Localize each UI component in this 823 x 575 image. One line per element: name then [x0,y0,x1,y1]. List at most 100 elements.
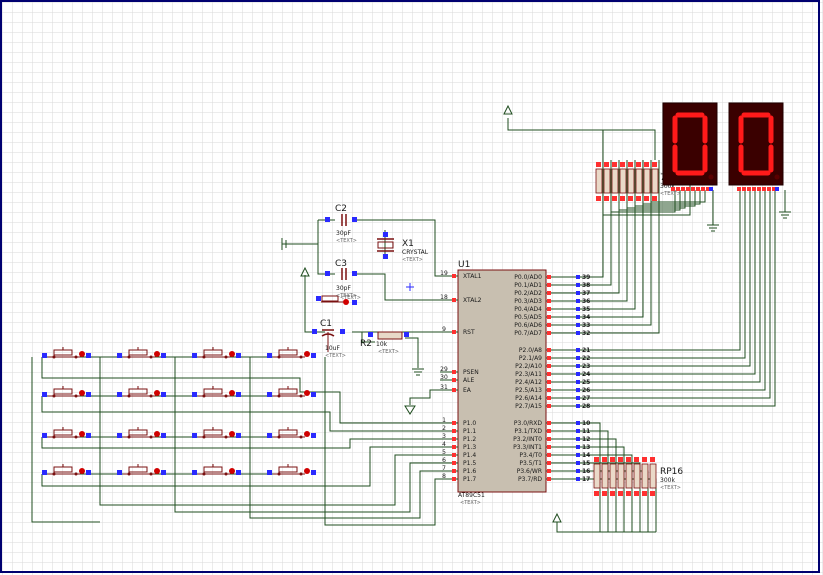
pin-label: P2.1/A9 [519,355,542,362]
pin-number: 29 [440,366,448,373]
pin-label: P2.7/A15 [515,403,542,410]
pin-label: P2.6/A14 [515,395,542,402]
key-switch[interactable] [42,427,91,439]
pin-number: 26 [582,387,590,394]
pin-number: 8 [442,473,446,480]
reset-switch[interactable]: <TEXT> [316,295,361,305]
pin-number: 33 [582,322,590,329]
key-switch[interactable] [42,464,91,476]
pin-label: P1.0 [463,420,476,427]
key-switch[interactable] [267,464,316,476]
pin-label: P2.3/A11 [515,371,542,378]
pin-label: P0.0/AD0 [514,274,542,281]
pin-number: 39 [582,274,590,281]
pin-number: 25 [582,379,590,386]
pin-number: 18 [440,294,448,301]
pin-number: 22 [582,355,590,362]
pin-number: 32 [582,330,590,337]
keypad-4x4 [42,347,316,476]
c2-text: <TEXT> [336,238,357,244]
pin-label: P0.2/AD2 [514,290,542,297]
key-switch[interactable] [117,347,166,359]
pin-label: P0.5/AD5 [514,314,542,321]
vcc-arrow-top [503,104,513,115]
pin-number: 10 [582,420,590,427]
key-switch[interactable] [192,347,241,359]
resistor-pack-bottom[interactable] [593,457,657,496]
vcc-arrow-bottom [552,512,562,523]
capacitor-c2[interactable]: C2 30pF <TEXT> [325,204,357,244]
key-switch[interactable] [117,464,166,476]
key-switch[interactable] [267,347,316,359]
pin-label: P1.1 [463,428,476,435]
pin-label: P2.4/A12 [515,379,542,386]
pin-label: RST [463,329,475,336]
key-switch[interactable] [117,427,166,439]
r2-value: 10k [376,341,388,348]
pin-label: P1.4 [463,452,476,459]
capacitor-c1[interactable]: C1 10uF <TEXT> [312,319,346,359]
pin-number: 16 [582,468,590,475]
pin-number: 1 [442,417,446,424]
seven-segment-display-2 [728,102,784,191]
u1-pin-10: P3.0/RXD 10 [514,420,590,427]
key-switch[interactable] [192,427,241,439]
crystal-x1[interactable]: X1 CRYSTAL <TEXT> [377,232,429,263]
key-switch[interactable] [117,386,166,398]
pin-number: 14 [582,452,590,459]
u1-pin-36: P0.3/AD3 36 [514,298,590,305]
key-switch[interactable] [267,427,316,439]
decimal-point [708,174,714,180]
pin-label: P0.3/AD3 [514,298,542,305]
resistor-r2[interactable]: R2 10k <TEXT> [360,331,409,355]
pin-number: 31 [440,384,448,391]
key-switch[interactable] [42,347,91,359]
pin-label: P0.1/AD1 [514,282,542,289]
key-switch[interactable] [192,386,241,398]
ground-symbol-ea [404,405,416,415]
capacitor-c3[interactable]: C3 30pF <TEXT> [325,259,357,299]
pin-label: P3.5/T1 [519,460,542,467]
pin-label: XTAL2 [463,297,482,304]
rp2-value: 300k [660,477,675,484]
pin-label: P3.3/INT1 [513,444,542,451]
pin-number: 36 [582,298,590,305]
key-switch[interactable] [42,386,91,398]
probe-marker [406,283,414,291]
pin-label: P1.2 [463,436,476,443]
pin-number: 21 [582,347,590,354]
resistor-pack-top[interactable] [595,162,659,201]
pin-number: 37 [582,290,590,297]
pin-label: P1.3 [463,444,476,451]
key-switch[interactable] [192,464,241,476]
pin-number: 4 [442,441,446,448]
pin-number: 5 [442,449,446,456]
key-switch[interactable] [267,386,316,398]
pin-label: P3.0/RXD [514,420,542,427]
pin-label: P3.6/WR [517,468,542,475]
c1-value: 10uF [325,345,340,352]
rp2-ref: RP16 [660,467,683,477]
u1-pin-xtal2: 18 XTAL2 [440,294,482,304]
c1-text: <TEXT> [325,353,346,359]
pin-number: 17 [582,476,590,483]
pin-number: 12 [582,436,590,443]
